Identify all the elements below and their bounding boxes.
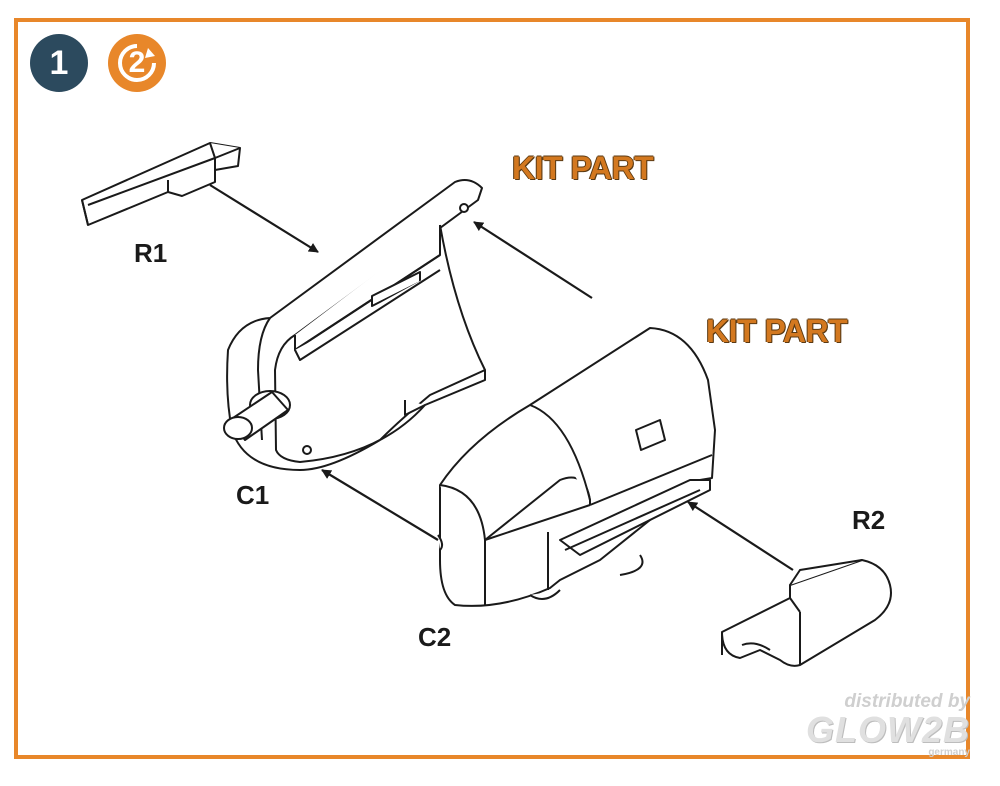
part-label-r1: R1 bbox=[134, 238, 168, 268]
rotate-arrow-icon bbox=[118, 44, 156, 82]
arrow-r1-to-c1 bbox=[209, 184, 319, 253]
watermark-logo: GLOW2B bbox=[806, 709, 970, 750]
distributor-watermark: distributed by GLOW2B germany bbox=[806, 691, 970, 758]
part-label-c2: C2 bbox=[418, 622, 452, 652]
kit-part-label-right: KIT PART bbox=[706, 313, 848, 349]
arrow-r2-to-c2 bbox=[687, 501, 794, 571]
part-c2 bbox=[437, 327, 716, 607]
watermark-line1: distributed by bbox=[844, 691, 970, 712]
part-r1 bbox=[81, 142, 241, 226]
kit-part-label-top: KIT PART bbox=[512, 150, 654, 186]
part-label-r2: R2 bbox=[852, 505, 886, 535]
step-number: 1 bbox=[49, 43, 69, 82]
arrow-kitpart-to-c1 bbox=[473, 221, 593, 299]
watermark-line3: germany bbox=[928, 747, 970, 758]
step-number-badge: 1 bbox=[30, 34, 88, 92]
part-c1 bbox=[223, 179, 486, 471]
arrow-c2-to-c1 bbox=[321, 469, 439, 541]
assembly-arrows bbox=[209, 184, 794, 571]
reference-step-badge: 2 bbox=[108, 34, 166, 92]
part-r2 bbox=[721, 559, 892, 667]
part-label-c1: C1 bbox=[236, 480, 270, 510]
reference-step-number: 2 bbox=[128, 46, 146, 79]
